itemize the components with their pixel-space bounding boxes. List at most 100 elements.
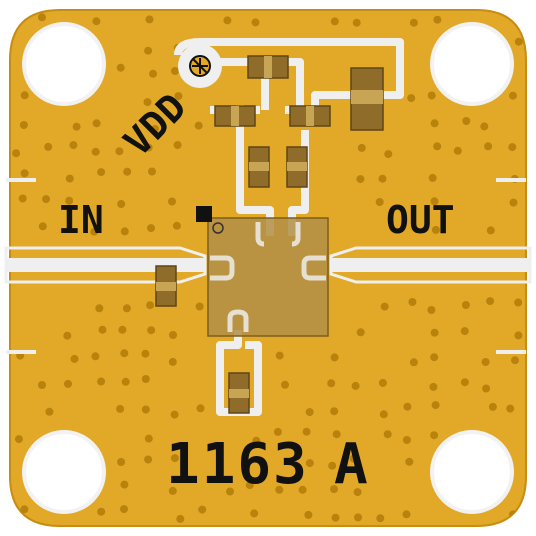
via <box>409 18 418 27</box>
pin1-marker-icon <box>212 222 224 234</box>
via <box>480 122 489 131</box>
via <box>460 327 469 336</box>
via <box>91 147 100 156</box>
via <box>168 486 177 495</box>
via <box>168 197 176 206</box>
label-in: IN <box>58 198 104 242</box>
mounting-holes <box>22 22 514 514</box>
via <box>331 513 340 522</box>
via <box>144 455 153 464</box>
via <box>72 122 81 131</box>
via <box>98 325 107 334</box>
via <box>275 351 284 360</box>
via <box>431 401 440 410</box>
via <box>90 227 99 236</box>
via <box>170 454 179 463</box>
via <box>508 143 517 152</box>
via <box>488 402 497 411</box>
via <box>354 513 362 522</box>
via <box>429 382 438 391</box>
via <box>330 17 339 26</box>
via <box>409 358 418 367</box>
via <box>378 378 387 387</box>
via <box>123 167 132 176</box>
via <box>281 380 289 389</box>
via <box>328 461 337 470</box>
via <box>120 480 129 489</box>
via <box>42 195 51 204</box>
via <box>122 304 131 313</box>
via <box>427 306 436 314</box>
via <box>14 435 23 444</box>
via <box>144 434 153 443</box>
via <box>351 381 360 390</box>
mounting-hole-icon <box>22 430 106 514</box>
via <box>146 301 155 310</box>
via <box>250 509 259 518</box>
via <box>514 298 523 307</box>
via <box>352 18 361 27</box>
via <box>383 430 392 439</box>
via <box>273 427 282 436</box>
via <box>430 119 439 128</box>
via <box>117 458 126 466</box>
via <box>168 357 177 366</box>
via <box>305 408 314 417</box>
via <box>461 301 470 309</box>
via <box>380 302 389 311</box>
via <box>172 221 181 230</box>
via <box>20 91 29 100</box>
label-part-number: 1163 <box>166 432 309 497</box>
via <box>97 168 106 177</box>
via <box>330 485 338 494</box>
via <box>298 485 307 494</box>
via <box>150 125 159 133</box>
via <box>195 302 204 311</box>
via <box>145 15 154 24</box>
via <box>430 353 439 362</box>
via <box>356 328 365 337</box>
via <box>428 173 437 182</box>
via <box>304 510 313 519</box>
via <box>305 459 314 468</box>
capacitors <box>155 55 384 414</box>
via <box>481 358 490 366</box>
via <box>97 507 106 516</box>
via <box>20 169 29 178</box>
via <box>302 427 311 436</box>
via <box>427 91 436 100</box>
via <box>12 149 21 158</box>
via <box>38 381 46 389</box>
via <box>63 331 72 340</box>
via <box>375 198 384 206</box>
via <box>69 141 78 150</box>
via <box>19 121 28 129</box>
via <box>70 354 79 363</box>
via <box>327 379 336 388</box>
via <box>378 174 387 183</box>
via <box>509 91 517 100</box>
via <box>384 150 393 159</box>
via <box>462 117 471 125</box>
via <box>433 142 442 151</box>
via <box>64 379 72 388</box>
via <box>149 69 157 78</box>
via <box>357 143 366 152</box>
via <box>486 226 495 235</box>
via <box>486 297 495 306</box>
via <box>430 328 439 337</box>
bottom-stub <box>216 330 262 416</box>
via <box>169 331 177 339</box>
via <box>44 142 53 151</box>
via <box>176 514 185 523</box>
via <box>120 505 128 514</box>
via <box>402 510 411 519</box>
via <box>453 146 462 155</box>
mounting-hole-icon <box>430 430 514 514</box>
via <box>120 349 129 358</box>
via <box>252 436 261 445</box>
via <box>171 67 179 75</box>
label-revision: A <box>334 432 368 497</box>
via <box>92 17 101 26</box>
orientation-mark <box>196 206 212 222</box>
